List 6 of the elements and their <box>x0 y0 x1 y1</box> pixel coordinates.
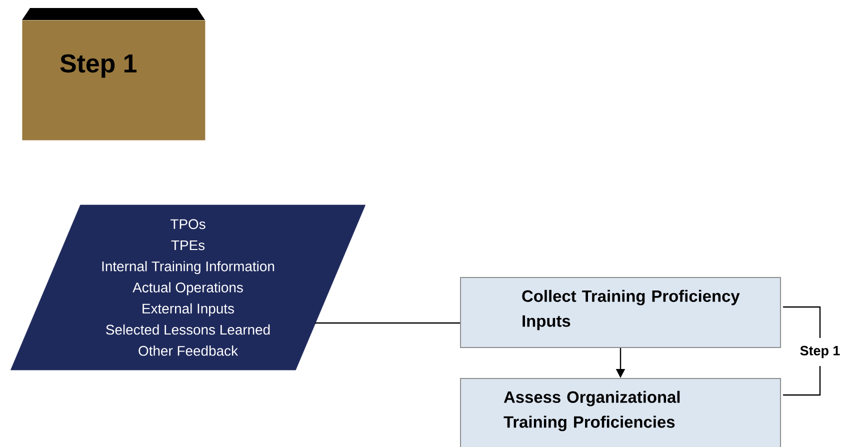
input-parallelogram: TPOs TPEs Internal Training Information Actual Operations External Inputs Selected Lessons Learned Other Feedback <box>10 204 366 370</box>
process-box: Collect Training Proficiency Inputs <box>460 277 781 348</box>
connector-line <box>315 322 460 324</box>
step-tab-box: Step 1 <box>22 8 206 140</box>
bracket-label: Step 1 <box>800 346 840 358</box>
process-box: Assess Organizational Training Proficiencies <box>460 378 781 447</box>
